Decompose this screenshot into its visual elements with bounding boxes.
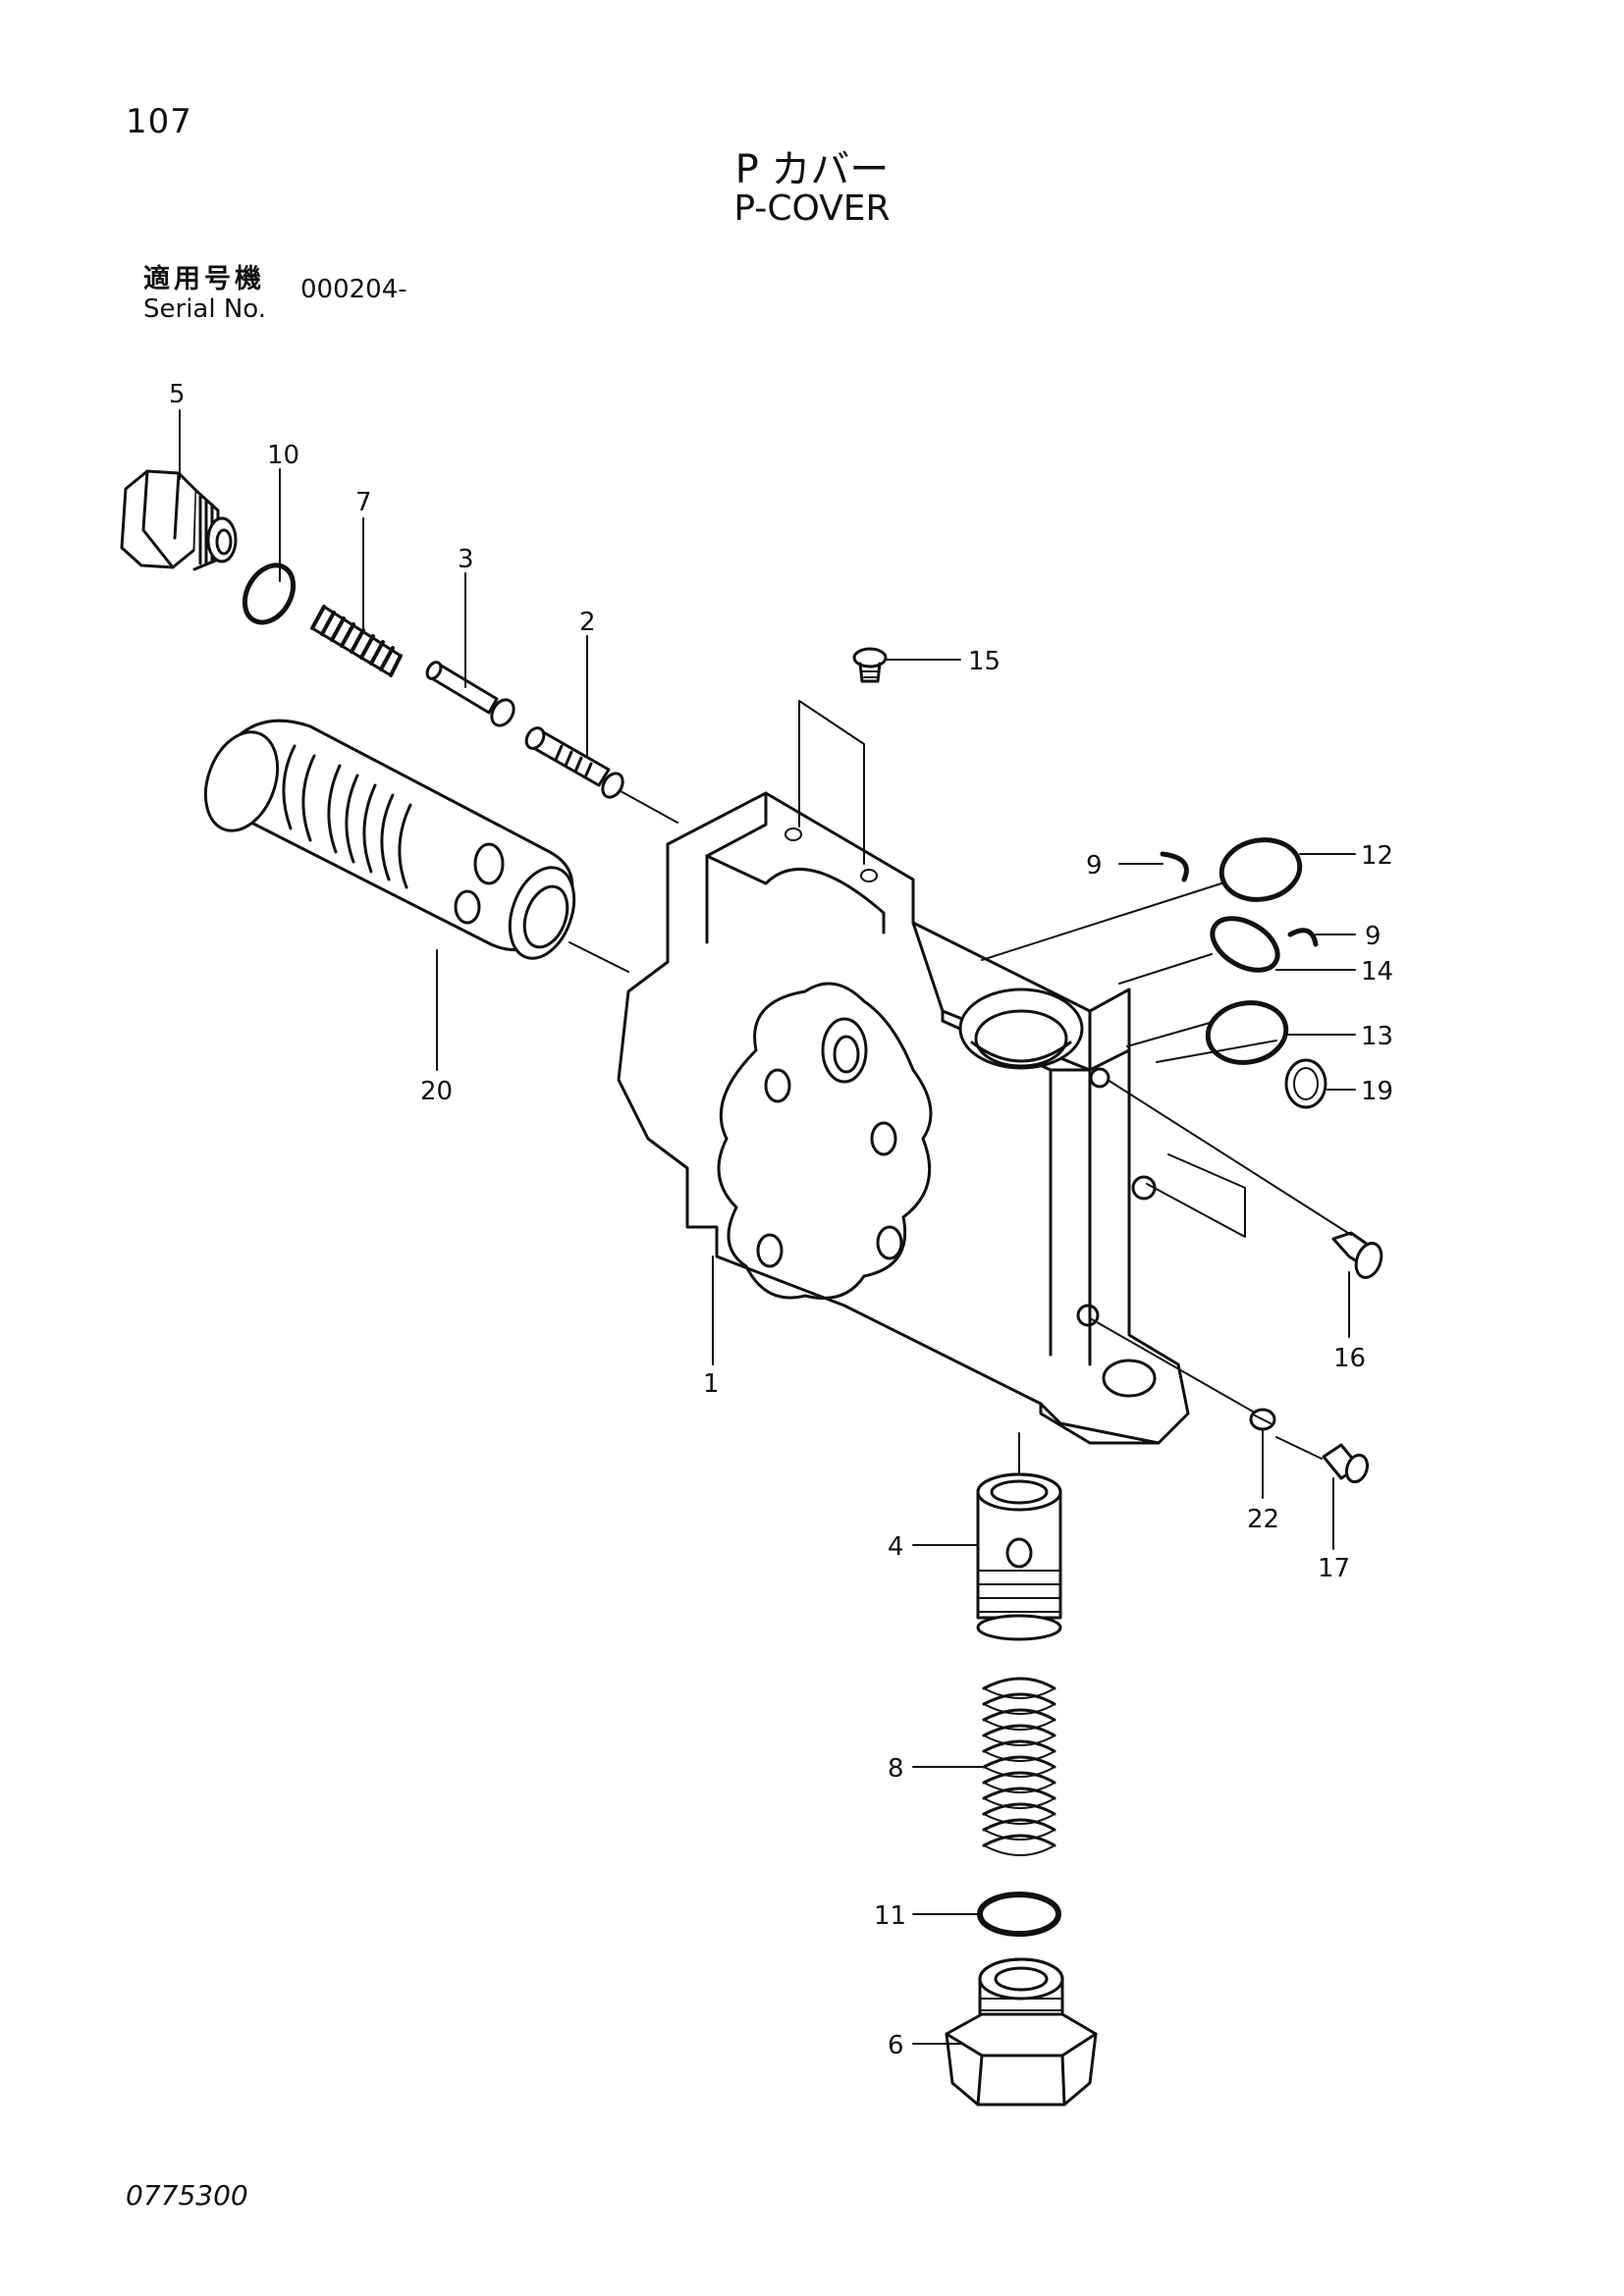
callout-2: 2 <box>579 608 596 637</box>
part-9-snap-ring-upper <box>1160 851 1189 882</box>
part-3-pin <box>425 661 515 727</box>
part-15-screw <box>852 647 888 683</box>
part-19-washer <box>1284 1058 1327 1109</box>
part-6-hex-plug <box>945 1957 1098 2107</box>
callout-17: 17 <box>1318 1554 1350 1583</box>
part-1-valve-body <box>617 791 1190 1445</box>
callout-5: 5 <box>169 380 186 409</box>
page-title: P-COVER <box>733 188 891 229</box>
callout-16: 16 <box>1333 1344 1366 1373</box>
part-17-plug <box>1322 1443 1370 1484</box>
callout-19: 19 <box>1361 1077 1393 1106</box>
page-title-japanese: P カバー <box>734 147 890 192</box>
part-8-spring <box>982 1677 1056 1856</box>
part-10-o-ring <box>242 562 297 625</box>
part-12-o-ring <box>1218 837 1303 902</box>
callout-12: 12 <box>1361 841 1393 871</box>
part-2-spool <box>524 726 678 824</box>
callout-22: 22 <box>1247 1505 1279 1534</box>
callout-7: 7 <box>355 488 372 517</box>
callout-20: 20 <box>420 1077 453 1106</box>
assembly-guide-lines <box>798 700 1352 1473</box>
callout-9-lower: 9 <box>1365 922 1381 951</box>
part-14-o-ring <box>1210 916 1280 973</box>
callout-14: 14 <box>1361 957 1393 987</box>
part-9-snap-ring-lower <box>1287 928 1319 947</box>
serial-label-japanese: 適用号機 <box>143 264 265 294</box>
callout-4: 4 <box>888 1532 904 1562</box>
callout-11: 11 <box>874 1901 906 1931</box>
callout-15: 15 <box>968 647 1001 676</box>
leader-lines <box>179 409 1356 2045</box>
serial-label: Serial No. <box>143 294 266 324</box>
callout-13: 13 <box>1361 1022 1393 1051</box>
part-20-cartridge <box>203 719 629 973</box>
drawing-number: 0775300 <box>126 2179 248 2212</box>
callout-9-upper: 9 <box>1086 851 1103 881</box>
part-16-plug <box>1331 1231 1383 1279</box>
callout-3: 3 <box>458 545 474 574</box>
callout-numbers: 5 10 7 3 2 15 9 12 9 14 13 19 20 1 16 22… <box>169 380 1393 2060</box>
part-22-set-screw <box>1249 1408 1276 1431</box>
part-5-hex-plug <box>120 469 238 571</box>
callout-1: 1 <box>703 1369 720 1399</box>
part-7-spring <box>310 605 403 677</box>
serial-number-value: 000204- <box>300 275 407 304</box>
callout-6: 6 <box>888 2031 904 2060</box>
callout-10: 10 <box>267 441 299 470</box>
callout-8: 8 <box>888 1754 904 1784</box>
part-11-o-ring <box>977 1892 1061 1937</box>
page-number: 107 <box>126 102 192 141</box>
part-13-o-ring <box>1205 1000 1289 1065</box>
part-4-sleeve <box>976 1472 1062 1641</box>
